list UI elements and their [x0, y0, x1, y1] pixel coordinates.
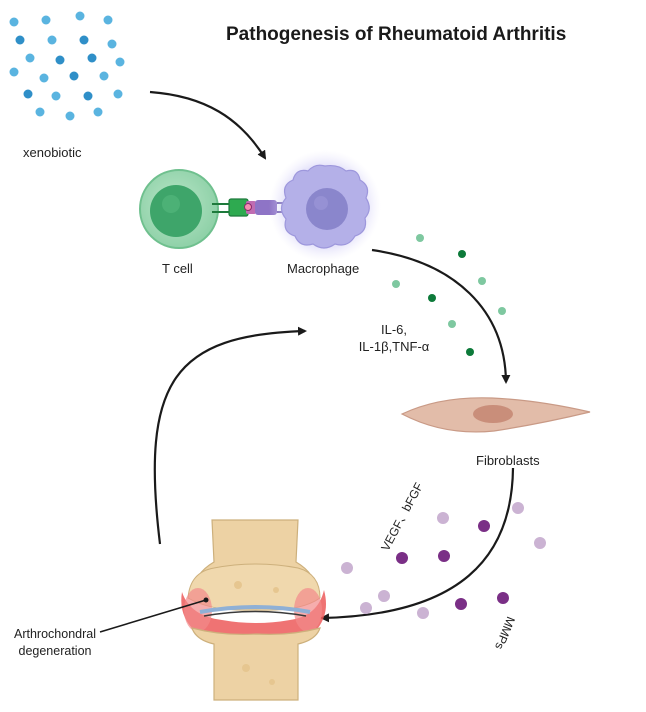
growth-factor-particles-icon	[341, 502, 546, 619]
macrophage-icon	[269, 150, 381, 262]
arthro-pointer-line	[99, 599, 207, 633]
knee-joint-icon	[181, 519, 326, 701]
xenobiotic-particle	[69, 71, 79, 81]
cytokines-line-1: IL-6,	[380, 322, 407, 337]
growth-factor-particle	[512, 502, 524, 514]
xenobiotic-particle	[87, 53, 97, 63]
xenobiotic-particle	[47, 35, 57, 45]
xenobiotic-particle	[23, 89, 33, 99]
xenobiotic-particle	[93, 107, 103, 117]
cytokine-particle	[392, 280, 400, 288]
growth-factor-particle	[360, 602, 372, 614]
xenobiotic-particle	[55, 55, 65, 65]
growth-factor-particle	[378, 590, 390, 602]
cytokines-line-2: IL-1β,TNF-α	[358, 339, 430, 354]
cytokine-particle	[466, 348, 474, 356]
growth-factor-particle	[417, 607, 429, 619]
xenobiotic-particle	[39, 73, 49, 83]
growth-factor-particle	[497, 592, 509, 604]
growth-factor-particle	[455, 598, 467, 610]
arrow-xenobiotic-to-macrophage	[149, 90, 267, 160]
growth-factor-particle	[341, 562, 353, 574]
xenobiotic-particle	[65, 111, 75, 121]
xenobiotic-particle	[99, 71, 109, 81]
cytokine-particle	[498, 307, 506, 315]
macrophage-label: Macrophage	[287, 261, 360, 276]
xenobiotic-particle	[15, 35, 25, 45]
cytokine-particles-icon	[392, 234, 506, 356]
arthro-line-2: degeneration	[18, 644, 92, 658]
cytokine-particle	[458, 250, 466, 258]
growth-factor-particle	[534, 537, 546, 549]
xenobiotic-particle	[103, 15, 113, 25]
cytokine-particle	[478, 277, 486, 285]
cytokine-particle	[448, 320, 456, 328]
cytokines-label: IL-6, IL-1β,TNF-α	[344, 321, 444, 355]
growth-factor-particle	[437, 512, 449, 524]
arthro-line-1: Arthrochondral	[14, 627, 96, 641]
diagram-title: Pathogenesis of Rheumatoid Arthritis	[226, 24, 567, 45]
t-cell-icon	[139, 169, 219, 249]
arrow-joint-to-immune-response	[153, 326, 307, 545]
xenobiotic-particle	[51, 91, 61, 101]
xenobiotic-particles-icon	[9, 11, 125, 121]
xenobiotic-particle	[113, 89, 123, 99]
arrow-fibroblasts-to-joint	[320, 467, 515, 623]
cytokine-particle	[428, 294, 436, 302]
xenobiotic-particle	[35, 107, 45, 117]
xenobiotic-particle	[75, 11, 85, 21]
xenobiotic-particle	[9, 17, 19, 27]
xenobiotic-particle	[25, 53, 35, 63]
xenobiotic-particle	[79, 35, 89, 45]
cytokine-particle	[416, 234, 424, 242]
xenobiotic-particle	[107, 39, 117, 49]
xenobiotic-label: xenobiotic	[23, 145, 82, 160]
xenobiotic-particle	[41, 15, 51, 25]
growth-factor-particle	[478, 520, 490, 532]
growth-factor-particle	[396, 552, 408, 564]
fibroblast-icon	[400, 397, 591, 433]
arthrochondral-degeneration-label: Arthrochondral degeneration	[14, 626, 96, 660]
xenobiotic-particle	[115, 57, 125, 67]
xenobiotic-particle	[83, 91, 93, 101]
arrow-macrophage-to-fibroblasts	[371, 248, 511, 384]
fibroblasts-label: Fibroblasts	[476, 453, 540, 468]
xenobiotic-particle	[9, 67, 19, 77]
growth-factor-particle	[438, 550, 450, 562]
t-cell-label: T cell	[162, 261, 193, 276]
